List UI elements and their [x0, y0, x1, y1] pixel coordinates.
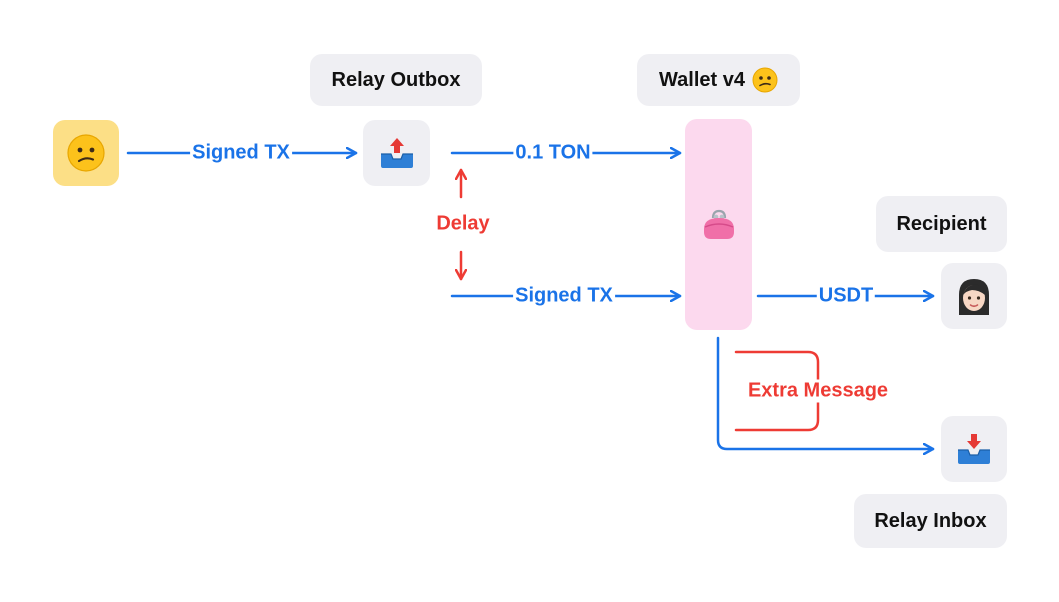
inbox-node [941, 416, 1007, 482]
recipient-title-text: Recipient [896, 212, 987, 235]
delay-label: Delay [434, 212, 492, 236]
recipient-title: Recipient [876, 196, 1007, 252]
arrow-wallet-to-inbox [716, 336, 935, 449]
inbox-tray-icon [958, 434, 990, 464]
confused-face-icon [67, 134, 105, 172]
wallet-node [685, 119, 752, 330]
confused-face-icon [752, 67, 778, 93]
wallet-title: Wallet v4 [637, 54, 800, 106]
outbox-tray-icon [380, 138, 413, 168]
wallet-title-text: Wallet v4 [659, 68, 745, 91]
extra-message-label: Extra Message [745, 379, 891, 403]
relay-outbox-title-text: Relay Outbox [331, 68, 461, 91]
edge-label-relay-to-wallet: Signed TX [513, 284, 615, 308]
outbox-node [363, 120, 430, 186]
relay-inbox-title: Relay Inbox [854, 494, 1007, 548]
sender-node [53, 120, 119, 186]
edge-label-sender-to-outbox: Signed TX [190, 141, 292, 165]
relay-inbox-title-text: Relay Inbox [874, 509, 987, 532]
edge-label-wallet-to-recipient: USDT [816, 284, 876, 308]
recipient-node [941, 263, 1007, 329]
edge-label-outbox-to-wallet: 0.1 TON [513, 141, 593, 165]
relay-outbox-title: Relay Outbox [310, 54, 482, 106]
woman-face-icon [959, 279, 989, 315]
purse-icon [703, 209, 734, 239]
